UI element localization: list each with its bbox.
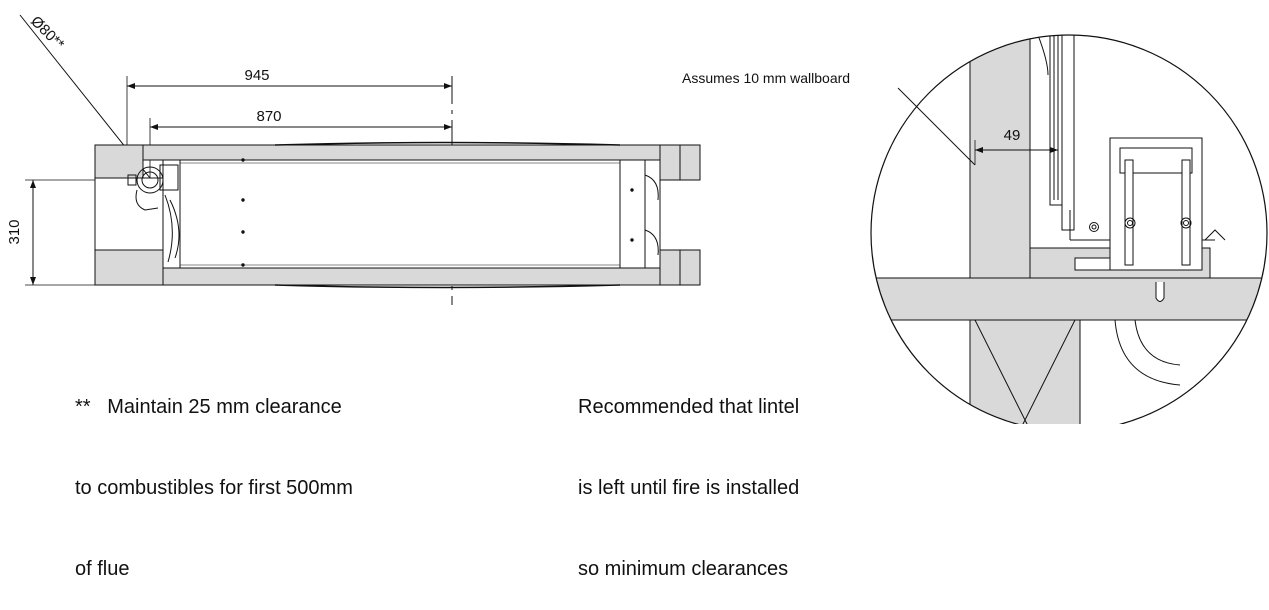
wall-section [969,35,1031,281]
dim-49-label: 49 [1004,127,1021,144]
wall-block-left-top [94,144,144,179]
flue-outlet-outer [136,166,164,194]
flue-diameter-label: Ø80** [27,13,67,53]
technical-drawing: Ø80** 945 870 310 [6,13,1268,424]
clearance-note-line-3: of flue [75,558,130,580]
clearance-note: ** Maintain 25 mm clearance to combustib… [75,340,353,610]
detail-circle [870,34,1268,424]
dim-870-label: 870 [256,108,281,125]
wallboard-callout: Assumes 10 mm wallboard [682,70,850,86]
lintel-note-line-2: is left until fire is installed [578,477,800,499]
dim-310-label: 310 [6,219,23,244]
lintel-note: Recommended that lintel is left until fi… [578,340,799,610]
lintel-bottom [162,267,661,286]
wallboard-leader [897,87,976,166]
floor-slab [871,277,1267,321]
wall-block-left-bottom [94,249,164,286]
plan-view [19,14,701,305]
lintel-note-line-1: Recommended that lintel [578,396,800,418]
lower-wall [969,319,1081,424]
flue-outlet-inner [141,171,159,189]
detail-view [871,35,1267,424]
fire-body [162,159,661,269]
clearance-note-line-1: ** Maintain 25 mm clearance [75,396,342,418]
clearance-note-line-2: to combustibles for first 500mm [75,477,353,499]
dim-945-label: 945 [244,67,269,84]
lintel-note-line-3: so minimum clearances [578,558,789,580]
lintel-top [142,144,661,161]
